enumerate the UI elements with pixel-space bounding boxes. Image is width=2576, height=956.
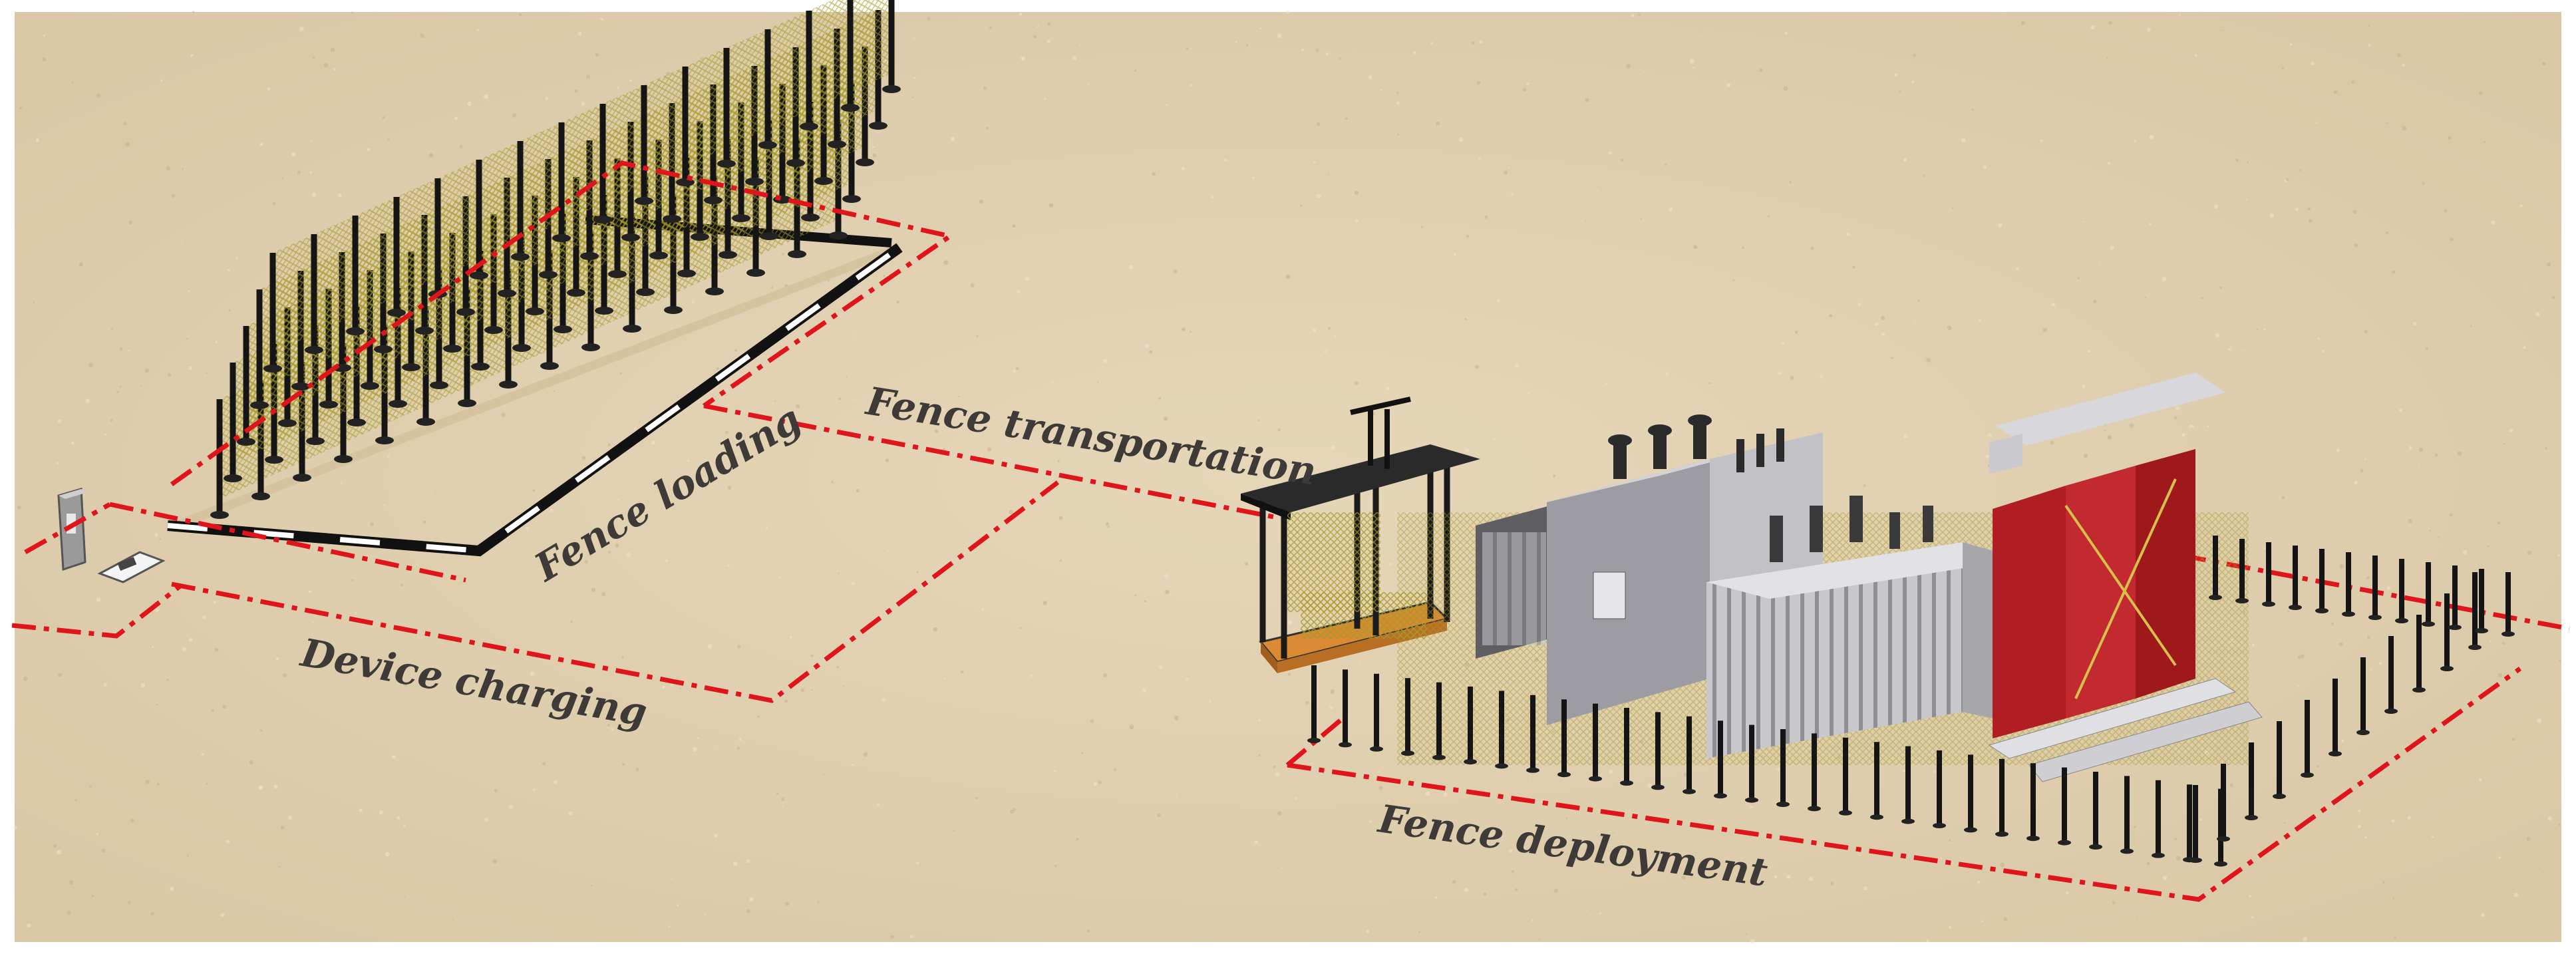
red-coil-3: [2136, 449, 2195, 699]
dry-type-transformer: [1988, 373, 2263, 782]
loading-zone-front: [109, 502, 466, 583]
red-coil-1: [1993, 486, 2066, 738]
substation-equipment: [1397, 373, 2263, 782]
deployment-zone-front: [1287, 667, 2522, 902]
charging-zone-outline: [24, 502, 111, 555]
loading-zone-outline: [170, 160, 956, 486]
transportation-path: [703, 403, 1278, 520]
deployed-fence-posts: [1307, 536, 2515, 867]
charging-pad: [97, 551, 166, 583]
stacked-fence-rows: [210, 0, 901, 519]
charging-zone-front: [11, 583, 183, 639]
charging-zone-right: [171, 480, 1060, 703]
ground-texture: [13, 10, 2561, 944]
transformer-bushings: [1608, 414, 1784, 479]
transformer-tank-left: [1547, 459, 1710, 725]
fence-loading-area: [166, 0, 903, 557]
